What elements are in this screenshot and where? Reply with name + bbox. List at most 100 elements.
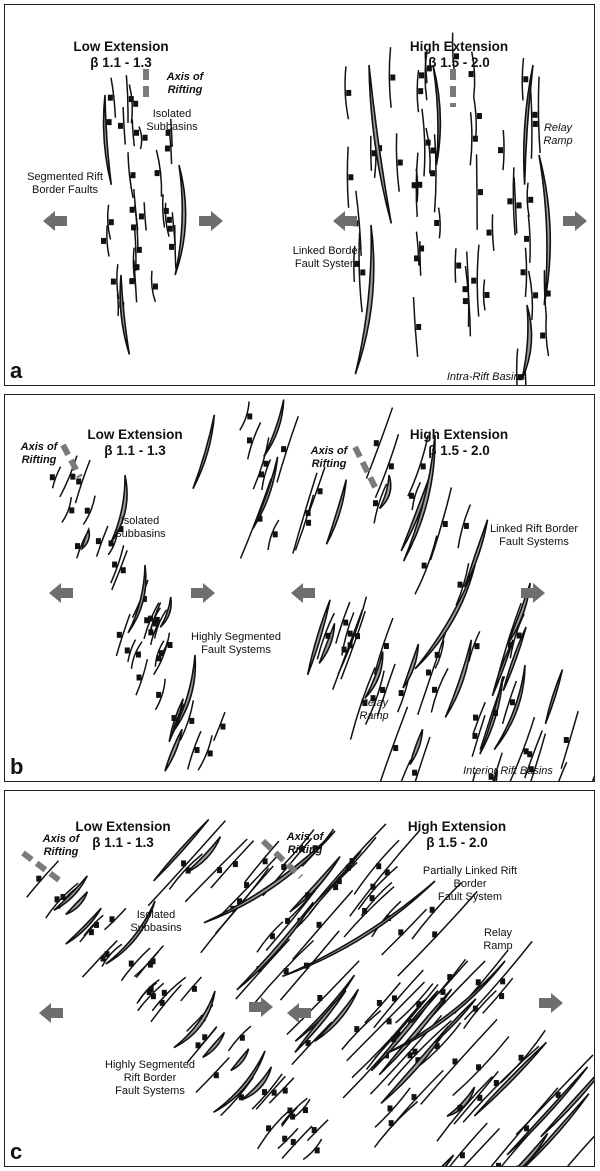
border-fault xyxy=(174,164,187,276)
fault-trace xyxy=(463,940,533,1021)
border-fault xyxy=(479,676,504,755)
fault-tick-icon xyxy=(108,219,114,226)
fault-tick-icon xyxy=(477,1094,483,1101)
fault-tick-icon xyxy=(169,243,175,250)
fault-trace xyxy=(469,112,473,166)
fault-tick-icon xyxy=(60,893,66,900)
border-fault xyxy=(368,64,393,224)
fault-tick-icon xyxy=(135,651,141,658)
fault-trace xyxy=(133,951,160,978)
fault-trace xyxy=(341,612,355,656)
fault-trace xyxy=(255,1075,286,1110)
fault-tick-icon xyxy=(156,655,162,662)
fault-trace xyxy=(133,259,138,303)
fault-tick-icon xyxy=(283,968,289,975)
fault-trace xyxy=(116,293,120,316)
fault-trace xyxy=(397,890,478,977)
border-fault xyxy=(506,582,532,646)
fault-trace xyxy=(353,839,400,895)
fault-trace xyxy=(116,264,120,300)
fault-tick-icon xyxy=(425,669,431,676)
fault-trace xyxy=(59,455,78,498)
fault-trace xyxy=(373,969,424,1029)
fault-tick-icon xyxy=(532,120,538,127)
fault-trace xyxy=(137,982,165,1012)
fault-trace xyxy=(153,609,168,639)
fault-trace xyxy=(210,840,255,889)
fault-trace xyxy=(425,127,431,174)
fault-tick-icon xyxy=(317,488,323,495)
border-fault xyxy=(432,64,442,166)
fault-trace xyxy=(374,1087,411,1128)
fault-tick-icon xyxy=(257,515,263,522)
fault-trace xyxy=(421,108,426,177)
fault-trace xyxy=(110,545,125,584)
fault-tick-icon xyxy=(207,750,213,757)
fault-trace xyxy=(110,77,117,118)
fault-trace xyxy=(482,279,486,311)
fault-tick-icon xyxy=(387,1105,393,1112)
fault-trace xyxy=(364,670,385,725)
fault-trace xyxy=(410,958,467,1024)
fault-tick-icon xyxy=(336,878,342,885)
fault-tick-icon xyxy=(116,631,122,638)
fault-tick-icon xyxy=(462,286,468,293)
fault-tick-icon xyxy=(142,134,148,141)
fault-trace xyxy=(412,296,419,357)
fault-tick-icon xyxy=(153,620,159,627)
fault-trace xyxy=(134,204,139,251)
fault-trace xyxy=(151,976,187,1012)
fault-trace xyxy=(51,466,62,489)
fault-trace xyxy=(252,437,270,490)
fault-trace xyxy=(513,177,518,234)
fault-trace xyxy=(294,494,315,551)
fault-tick-icon xyxy=(524,235,530,242)
fault-tick-icon xyxy=(354,1026,360,1033)
border-fault xyxy=(313,988,360,1043)
fault-trace xyxy=(349,829,421,917)
fault-trace xyxy=(357,865,398,910)
fault-trace xyxy=(184,838,248,903)
fault-tick-icon xyxy=(484,291,490,298)
fault-tick-icon xyxy=(136,246,142,253)
fault-trace xyxy=(61,496,73,523)
fault-tick-icon xyxy=(390,74,396,81)
fault-tick-icon xyxy=(161,989,167,996)
fault-trace xyxy=(316,612,335,660)
fault-tick-icon xyxy=(414,255,420,262)
fault-tick-icon xyxy=(148,615,154,622)
fault-trace xyxy=(95,525,109,557)
fault-trace xyxy=(154,640,165,667)
fault-trace xyxy=(453,1070,499,1125)
fault-tick-icon xyxy=(150,993,156,1000)
fault-trace xyxy=(455,562,470,606)
panel-c-diagram xyxy=(21,818,594,1166)
fault-tick-icon xyxy=(305,892,311,899)
border-fault xyxy=(102,94,113,185)
fault-traces xyxy=(49,399,594,781)
fault-trace xyxy=(400,759,412,781)
border-fault xyxy=(325,479,348,545)
fault-tick-icon xyxy=(282,1087,288,1094)
fault-trace xyxy=(482,977,514,1014)
fault-trace xyxy=(346,146,350,208)
fault-trace xyxy=(472,772,476,781)
fault-tick-icon xyxy=(416,323,422,330)
fault-tick-icon xyxy=(262,1089,268,1096)
fault-trace xyxy=(454,248,457,283)
fault-trace xyxy=(341,1010,382,1051)
fault-trace xyxy=(154,678,166,711)
fault-tick-icon xyxy=(133,129,139,136)
extension-arrow-icon xyxy=(43,211,587,231)
fault-trace xyxy=(591,775,594,781)
border-fault xyxy=(53,875,88,911)
relay-ramp-label: Relay Ramp xyxy=(483,927,513,952)
fault-tick-icon xyxy=(432,931,438,938)
border-fault xyxy=(364,651,384,699)
fault-tick-icon xyxy=(418,88,424,95)
fault-trace xyxy=(130,641,143,669)
fault-tick-icon xyxy=(287,1107,293,1114)
